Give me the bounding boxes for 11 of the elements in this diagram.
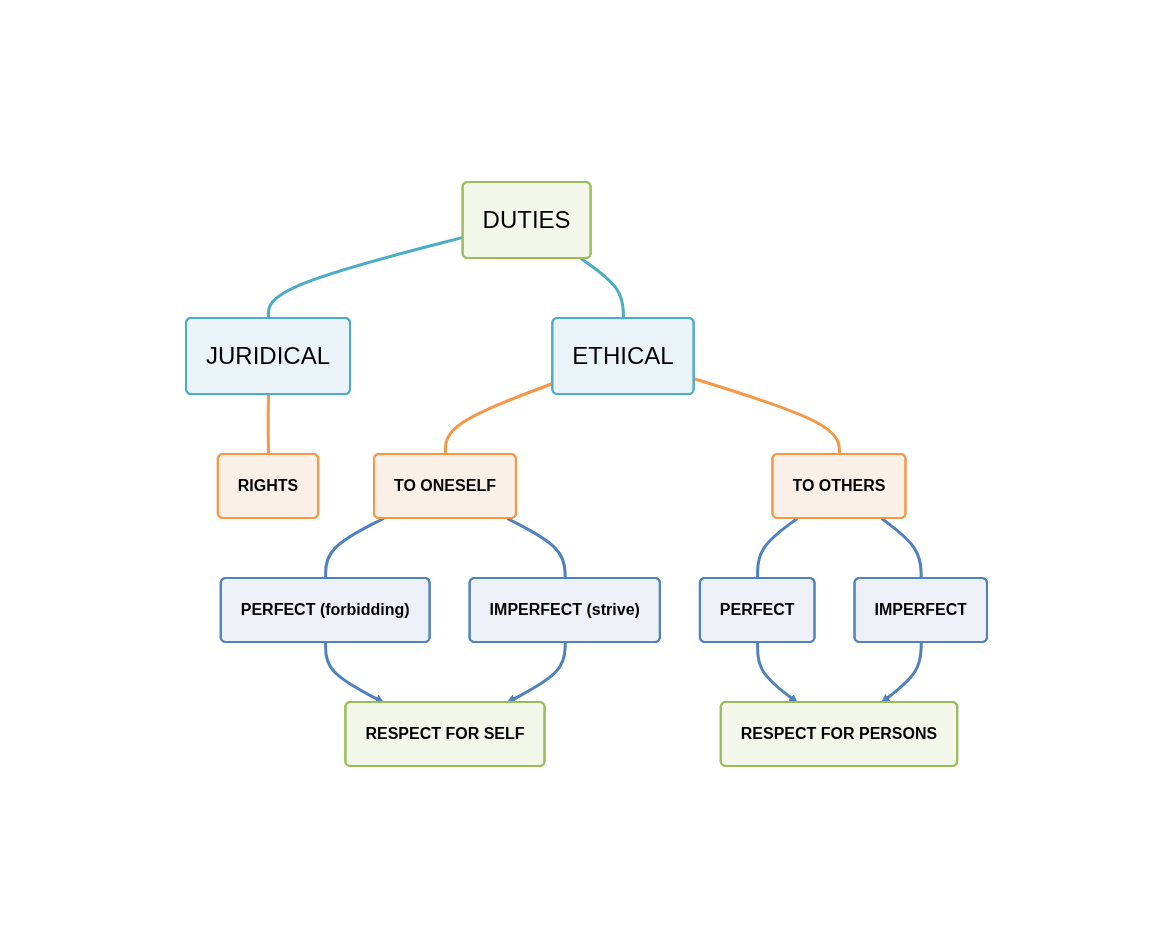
connector	[756, 516, 799, 578]
arrow	[756, 641, 798, 703]
arrow	[506, 641, 567, 703]
connector	[880, 516, 923, 578]
connector	[324, 516, 385, 578]
connector	[506, 516, 567, 578]
arrow	[881, 641, 923, 703]
arrow	[324, 641, 385, 703]
connector	[693, 376, 841, 454]
connector	[580, 256, 625, 319]
connector	[266, 393, 270, 454]
